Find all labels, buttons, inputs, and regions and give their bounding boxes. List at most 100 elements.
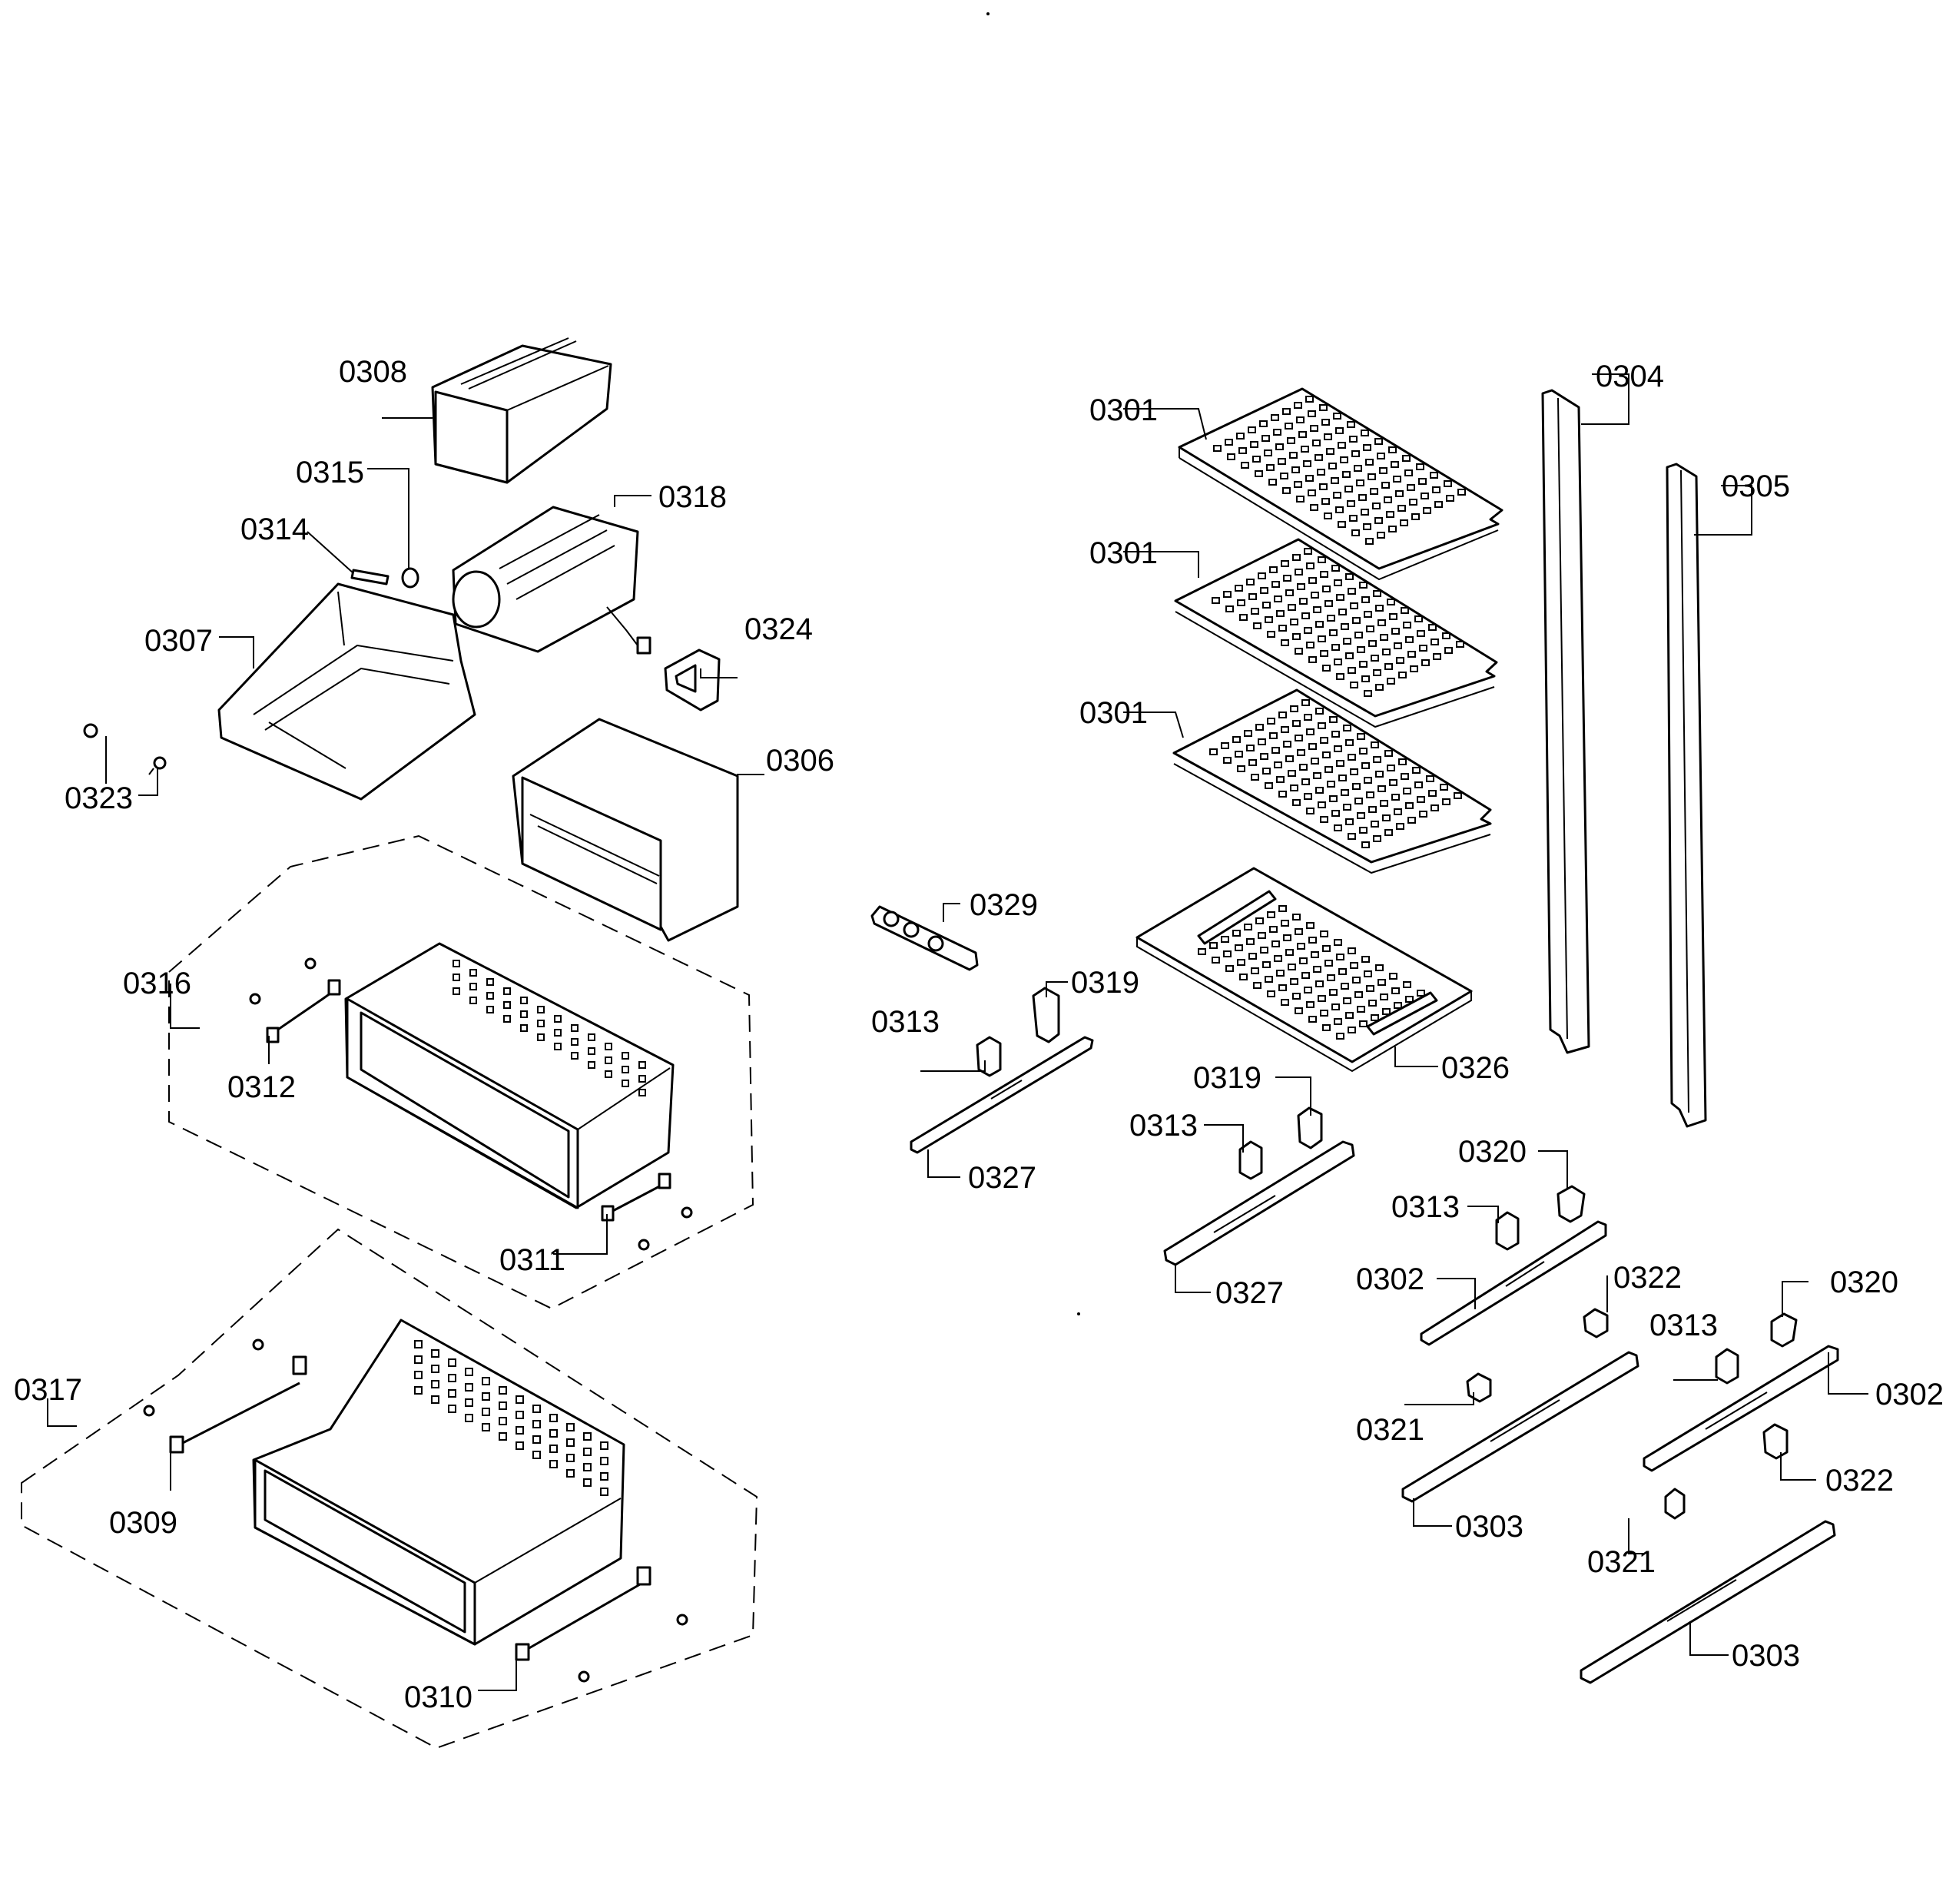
label-0319-b: 0319 [1193,1061,1261,1095]
group-0317-outline [21,1228,758,1750]
perforation-hole [1454,792,1462,799]
part-labels: 0308 0315 0314 0318 0307 0324 0323 0306 … [14,355,1944,1714]
perforation-hole [1384,750,1393,757]
perforation-hole [532,1405,541,1413]
perforation-hole [1391,794,1400,801]
perforation-hole [1361,596,1370,603]
part-0319-clip-a [1032,987,1060,1043]
perforation-hole [486,978,494,986]
perforation-hole [1251,608,1259,615]
perforation-hole [1255,724,1264,731]
perforation-hole [1329,989,1338,996]
perforation-hole [1244,730,1252,737]
perforation-hole [1287,437,1295,444]
perforation-hole [1377,979,1386,986]
perforation-hole [1375,605,1384,612]
part-0321-clip-a [1466,1372,1492,1403]
perforation-hole [1361,841,1370,848]
perforation-hole [1363,523,1371,530]
perforation-hole [1350,602,1358,609]
perforation-hole [1292,720,1301,727]
perforation-hole [1373,590,1381,597]
perforation-hole [1352,977,1361,984]
perforation-hole [1331,810,1340,817]
perforation-hole [499,1432,507,1441]
perforation-hole [1278,458,1286,465]
perforation-hole [1251,774,1259,781]
perforation-hole [1322,585,1331,592]
label-0329: 0329 [970,888,1038,922]
perforation-hole [465,1414,473,1422]
perforation-hole [549,1460,558,1468]
perforation-hole [1285,949,1294,956]
perforation-hole [1295,928,1303,935]
perforation-hole [1387,678,1395,685]
perforation-hole [1318,801,1326,808]
perforation-hole [1267,631,1275,638]
perforation-hole [1336,594,1344,601]
part-0327-slide-rail-b [1163,1140,1355,1266]
perforation-hole [1364,777,1372,784]
perforation-hole [431,1380,439,1388]
perforation-hole [1402,455,1411,462]
perforation-hole [1341,789,1349,796]
perforation-hole [431,1395,439,1404]
perforation-hole [1331,644,1340,651]
part-0324-bracket [664,648,721,712]
perforation-hole [1283,575,1291,582]
perforation-hole [1223,591,1232,598]
perforation-hole [1382,648,1391,655]
part-0301-shelf-2-holes [1212,548,1464,697]
perforation-hole [1336,673,1344,680]
label-0302-b: 0302 [1875,1378,1944,1411]
perforation-hole [1236,433,1245,440]
perforation-hole [431,1365,439,1373]
perforation-hole [465,1398,473,1407]
perforation-hole [1391,628,1400,635]
perforation-hole [1334,745,1342,752]
perforation-hole [1411,513,1420,520]
perforation-hole [1394,642,1402,649]
perforation-hole [1341,623,1349,630]
perforation-hole [1264,449,1272,456]
perforation-hole [1237,959,1245,966]
perforation-hole [1225,965,1234,972]
part-0303-slide-rail-a [1401,1351,1639,1503]
perforation-hole [1377,453,1385,459]
perforation-hole [1365,459,1374,466]
perforation-hole [1313,606,1321,613]
perforation-hole [1301,446,1309,453]
perforation-hole [1417,796,1425,803]
perforation-hole [1301,972,1310,979]
perforation-hole [1329,716,1338,723]
part-0326-shelf [1135,867,1473,1073]
perforation-hole [566,1454,575,1462]
perforation-hole [1285,423,1293,430]
perforation-hole [1315,621,1324,628]
perforation-hole [1212,957,1220,964]
perforation-hole [414,1386,423,1395]
perforation-hole [1324,600,1333,607]
label-0313-d: 0313 [1649,1309,1718,1342]
perforation-hole [453,974,460,981]
stray-dot [986,12,990,15]
perforation-hole [1375,771,1384,778]
perforation-hole [1417,990,1425,997]
perforation-hole [1457,489,1466,496]
perforation-hole [1246,745,1255,751]
perforation-hole [1328,463,1337,469]
perforation-hole [1389,779,1397,786]
part-0313-clip-d [1715,1348,1739,1385]
perforation-hole [1391,987,1400,994]
perforation-hole [1405,996,1414,1003]
perforation-hole [583,1463,592,1471]
perforation-hole [1381,482,1390,489]
part-0319-clip-b [1297,1106,1323,1149]
stray-dot [1077,1312,1080,1315]
perforation-hole [600,1488,608,1496]
perforation-hole [588,1033,595,1041]
perforation-hole [1349,436,1358,443]
perforation-hole [465,1368,473,1376]
perforation-hole [1260,753,1268,760]
perforation-hole [1318,556,1326,563]
